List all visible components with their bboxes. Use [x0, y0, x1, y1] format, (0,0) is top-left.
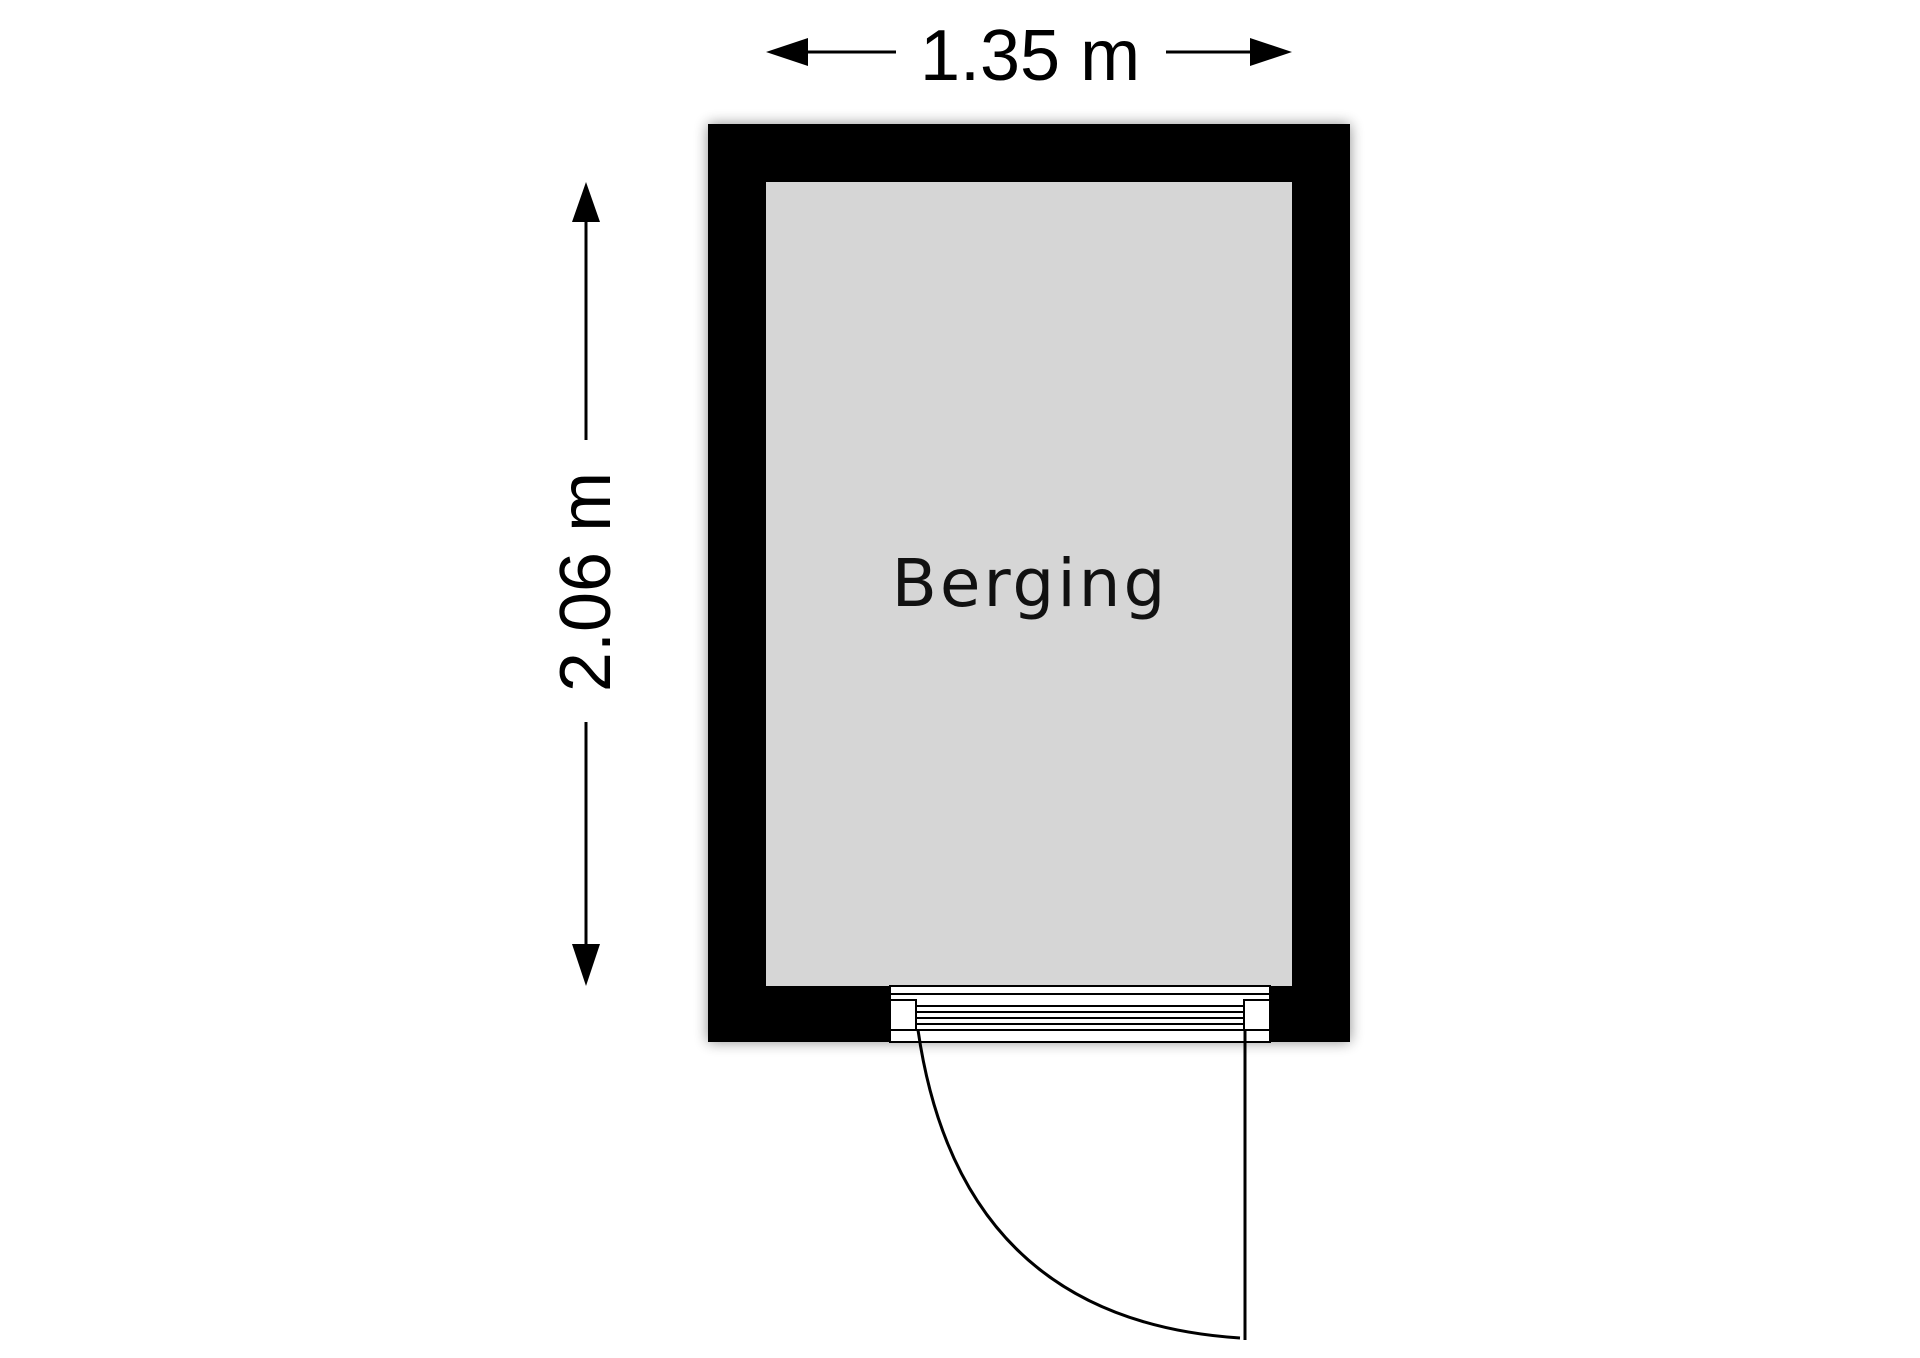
width-label: 1.35 m	[920, 16, 1140, 96]
door-swing	[916, 1029, 1247, 1340]
door-opening	[889, 985, 1271, 1043]
arrow-left-icon	[766, 38, 808, 66]
arrow-down-icon	[572, 944, 600, 986]
room-label: Berging	[892, 545, 1169, 622]
room-floor	[766, 182, 1292, 986]
width-dimension: 1.35 m	[766, 16, 1292, 96]
arrow-up-icon	[572, 182, 600, 222]
arrow-right-icon	[1250, 38, 1292, 66]
height-label: 2.06 m	[546, 472, 626, 692]
height-dimension: 2.06 m	[546, 182, 626, 986]
